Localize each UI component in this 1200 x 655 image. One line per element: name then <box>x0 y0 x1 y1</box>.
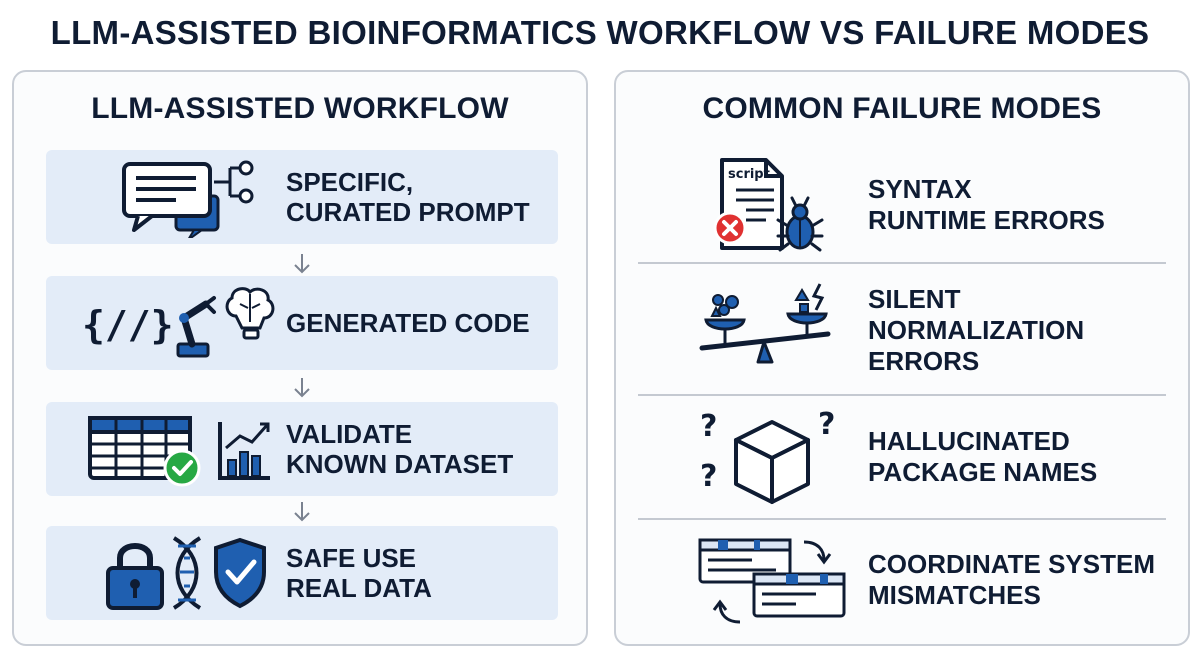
workflow-step-prompt: SPECIFIC, CURATED PROMPT <box>46 150 558 244</box>
svg-text:?: ? <box>700 409 717 444</box>
workflow-panel: LLM-ASSISTED WORKFLOW SPECIFIC, CURATED … <box>12 70 588 646</box>
failure-item-coordinate: COORDINATE SYSTEM MISMATCHES <box>636 524 1168 636</box>
workflow-step-code: {//} GENERATED CODE <box>46 276 558 370</box>
divider <box>638 262 1166 264</box>
arrow-down-icon <box>294 378 310 398</box>
script-bug-icon: script <box>713 158 824 252</box>
svg-text:?: ? <box>700 459 717 494</box>
arrow-down-icon <box>294 254 310 274</box>
failure-label: SYNTAX RUNTIME ERRORS <box>868 174 1105 235</box>
step-label: SPECIFIC, CURATED PROMPT <box>286 167 530 227</box>
step-label: SAFE USE REAL DATA <box>286 543 432 603</box>
failure-item-hallucinated: ? ? ? HALLUCINATED PACKAGE NAMES <box>636 398 1168 516</box>
failure-label: SILENT NORMALIZATION ERRORS <box>868 283 1085 376</box>
failure-item-normalization: SILENT NORMALIZATION ERRORS <box>636 268 1168 392</box>
failure-label: HALLUCINATED PACKAGE NAMES <box>868 426 1098 487</box>
svg-text:script: script <box>728 167 770 182</box>
failure-label: COORDINATE SYSTEM MISMATCHES <box>868 549 1155 610</box>
divider <box>638 518 1166 520</box>
arrow-down-icon <box>294 502 310 522</box>
failure-heading: COMMON FAILURE MODES <box>702 92 1102 125</box>
svg-text:{//}: {//} <box>82 303 174 347</box>
lock-dna-shield-icon <box>106 536 266 610</box>
code-robot-brain-icon: {//} <box>82 287 275 358</box>
divider <box>638 394 1166 396</box>
table-chart-check-icon <box>88 416 270 487</box>
failure-item-syntax: script SYNTAX RUNTIME ERRORS <box>636 152 1168 258</box>
step-label: GENERATED CODE <box>286 308 530 338</box>
unbalanced-scale-icon <box>699 283 831 364</box>
main-title: LLM-ASSISTED BIOINFORMATICS WORKFLOW VS … <box>50 14 1150 51</box>
failure-panel: COMMON FAILURE MODES script SYNTAX RUNTI… <box>614 70 1190 646</box>
step-label: VALIDATE KNOWN DATASET <box>286 419 514 479</box>
question-cube-icon: ? ? ? <box>700 407 835 504</box>
workflow-heading: LLM-ASSISTED WORKFLOW <box>91 92 509 125</box>
mismatched-tracks-icon <box>698 538 846 624</box>
svg-text:?: ? <box>818 407 835 442</box>
chat-prompt-icon <box>122 160 254 238</box>
workflow-step-safe-use: SAFE USE REAL DATA <box>46 526 558 620</box>
workflow-step-validate: VALIDATE KNOWN DATASET <box>46 402 558 496</box>
